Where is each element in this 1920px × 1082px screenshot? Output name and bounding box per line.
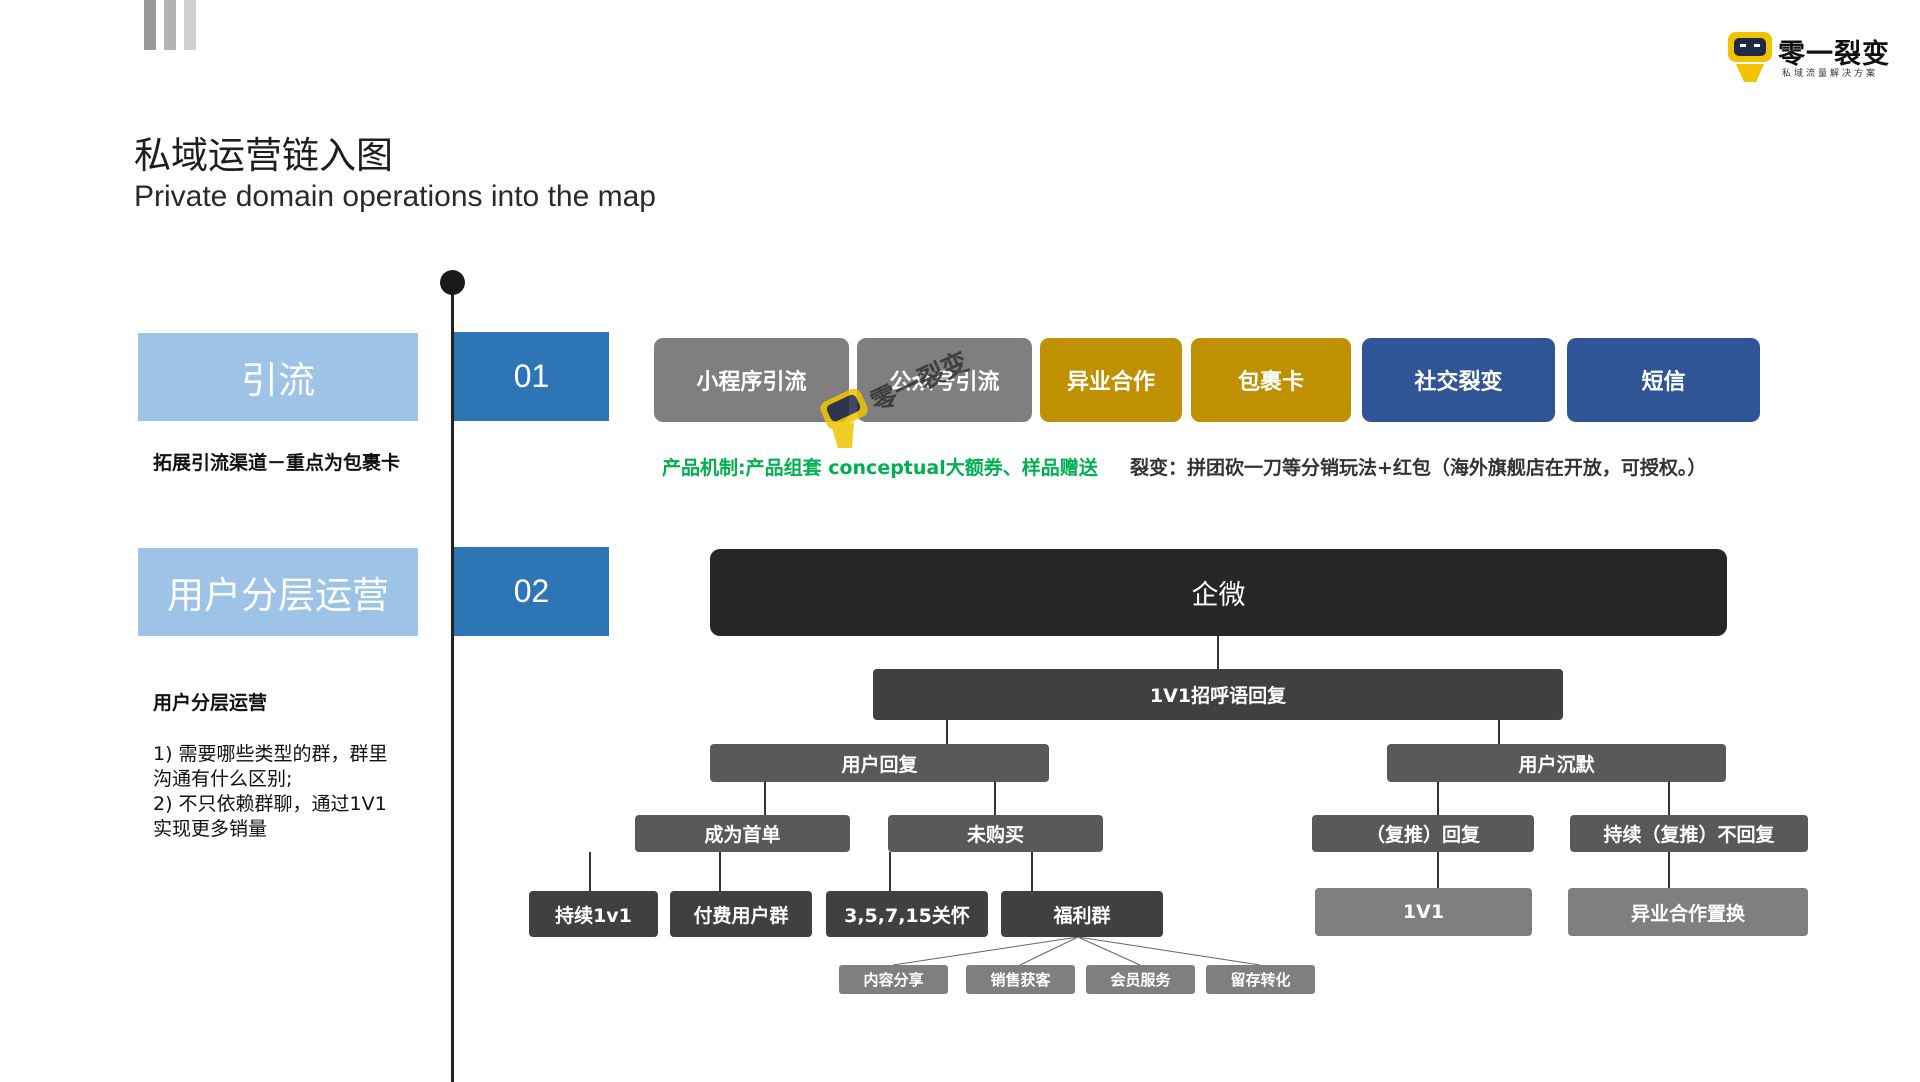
logo-name: 零一裂变 [1778, 39, 1890, 70]
section-label-traffic: 引流 [138, 333, 418, 421]
channel-social-fission: 社交裂变 [1362, 338, 1555, 422]
timeline-line [451, 282, 454, 1082]
section-description-line-2: 2) 不只依赖群聊，通过1V1实现更多销量 [153, 793, 387, 840]
wecom-root-node: 企微 [710, 549, 1727, 636]
channel-mini-program: 小程序引流 [654, 338, 849, 422]
not-bought-node: 未购买 [888, 815, 1103, 852]
section-description-traffic: 拓展引流渠道－重点为包裹卡 [153, 452, 401, 474]
brand-logo: 零一裂变 私域流量解决方案 [1726, 28, 1906, 86]
decor-bar [144, 0, 156, 50]
welfare-child-retention-conversion: 留存转化 [1206, 965, 1315, 994]
decor-bar [184, 0, 196, 50]
section-number-01: 01 [454, 332, 609, 421]
welfare-child-member-service: 会员服务 [1086, 965, 1195, 994]
continuous-1v1-node: 持续1v1 [529, 891, 658, 937]
section-description-line-1: 1) 需要哪些类型的群，群里沟通有什么区别; [153, 743, 388, 790]
care-schedule-node: 3,5,7,15关怀 [826, 891, 988, 937]
continuous-no-reply-node: 持续（复推）不回复 [1570, 815, 1808, 852]
channel-package-card: 包裹卡 [1191, 338, 1351, 422]
fission-note: 裂变：拼团砍一刀等分销玩法+红包（海外旗舰店在开放，可授权。） [1130, 457, 1707, 479]
user-silent-node: 用户沉默 [1387, 744, 1726, 782]
first-order-node: 成为首单 [635, 815, 850, 852]
page-subtitle: Private domain operations into the map [134, 180, 656, 213]
channel-official-account: 公众号引流 [857, 338, 1032, 422]
page-title: 私域运营链入图 [134, 134, 393, 177]
logo-tagline: 私域流量解决方案 [1782, 69, 1879, 79]
product-mechanism-note: 产品机制:产品组套 conceptual大额券、样品赠送 [662, 457, 1098, 479]
decor-bar [164, 0, 176, 50]
welfare-child-content-sharing: 内容分享 [839, 965, 948, 994]
one-on-one-node: 1V1 [1315, 888, 1532, 936]
cross-industry-swap-node: 异业合作置换 [1568, 888, 1808, 936]
section-description-title: 用户分层运营 [153, 692, 268, 714]
section-label-user-layering: 用户分层运营 [138, 548, 418, 636]
welfare-child-sales-acquisition: 销售获客 [966, 965, 1075, 994]
timeline-dot [440, 270, 465, 295]
robot-logo-icon [1728, 32, 1772, 82]
welfare-group-node: 福利群 [1001, 891, 1163, 937]
channel-cross-industry: 异业合作 [1040, 338, 1182, 422]
re-push-reply-node: （复推）回复 [1312, 815, 1534, 852]
channel-sms: 短信 [1567, 338, 1760, 422]
paid-user-group-node: 付费用户群 [670, 891, 812, 937]
user-reply-node: 用户回复 [710, 744, 1049, 782]
section-number-02: 02 [454, 547, 609, 636]
greeting-reply-node: 1V1招呼语回复 [873, 669, 1563, 720]
